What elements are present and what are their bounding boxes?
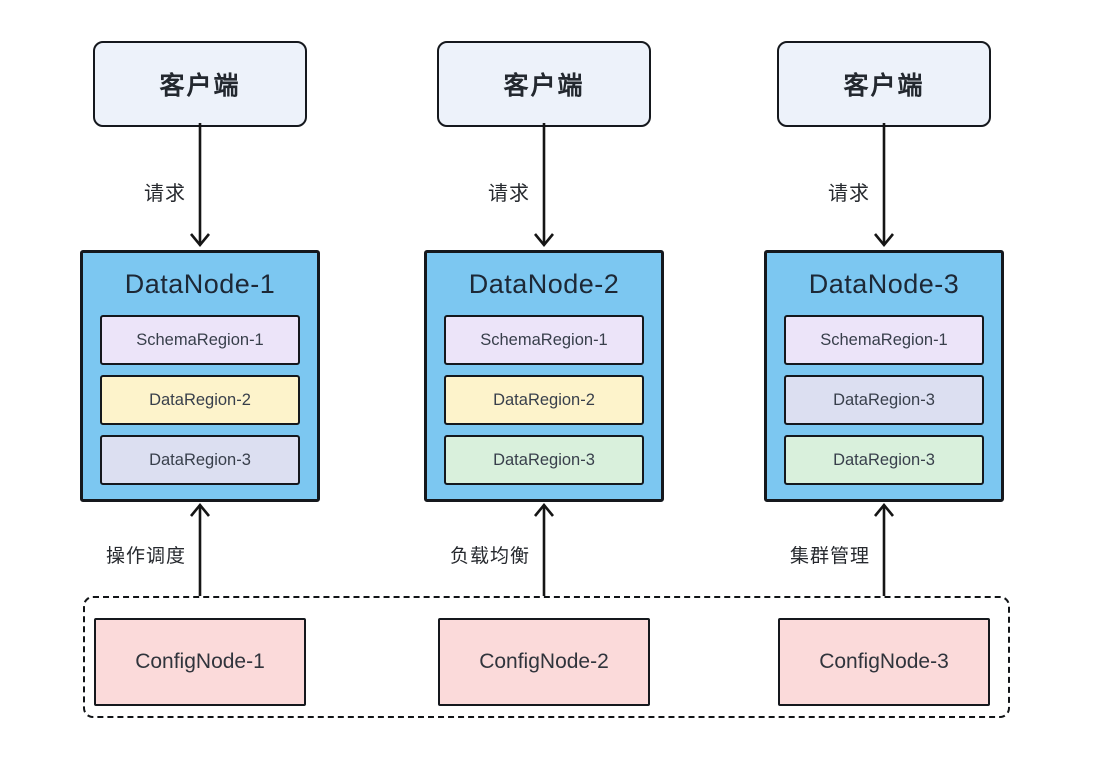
diagram-column: 客户端 请求 DataNode-3 SchemaRegion-1 DataReg… (759, 0, 1009, 778)
region-box: DataRegion-3 (100, 435, 300, 485)
region-box: SchemaRegion-1 (100, 315, 300, 365)
confignode-arrow-up-icon (873, 502, 895, 596)
region-box: DataRegion-2 (444, 375, 644, 425)
client-node: 客户端 (93, 41, 307, 127)
request-arrow-down-icon (189, 123, 211, 248)
request-arrow-label: 请求 (828, 183, 870, 205)
confignode-box: ConfigNode-2 (438, 618, 650, 706)
region-box: DataRegion-3 (444, 435, 644, 485)
client-node: 客户端 (437, 41, 651, 127)
datanode-box: DataNode-2 SchemaRegion-1 DataRegion-2 D… (424, 250, 664, 502)
datanode-title: DataNode-3 (808, 268, 960, 299)
request-arrow-down-icon (533, 123, 555, 248)
confignode-arrow-up-icon (533, 502, 555, 596)
datanode-title: DataNode-1 (124, 268, 276, 299)
diagram-column: 客户端 请求 DataNode-2 SchemaRegion-1 DataReg… (419, 0, 669, 778)
confignode-cluster-border (83, 596, 1010, 718)
confignode-arrow-label: 负载均衡 (449, 546, 530, 567)
request-arrow-label: 请求 (144, 183, 186, 205)
client-node: 客户端 (777, 41, 991, 127)
region-box: SchemaRegion-1 (444, 315, 644, 365)
region-box: DataRegion-3 (784, 375, 984, 425)
region-box: DataRegion-3 (784, 435, 984, 485)
datanode-box: DataNode-3 SchemaRegion-1 DataRegion-3 D… (764, 250, 1004, 502)
confignode-box: ConfigNode-1 (94, 618, 306, 706)
datanode-title: DataNode-2 (468, 268, 620, 299)
region-box: DataRegion-2 (100, 375, 300, 425)
request-arrow-down-icon (873, 123, 895, 248)
request-arrow-label: 请求 (488, 183, 530, 205)
region-box: SchemaRegion-1 (784, 315, 984, 365)
datanode-box: DataNode-1 SchemaRegion-1 DataRegion-2 D… (80, 250, 320, 502)
confignode-arrow-label: 集群管理 (789, 546, 870, 567)
confignode-box: ConfigNode-3 (778, 618, 990, 706)
diagram-column: 客户端 请求 DataNode-1 SchemaRegion-1 DataReg… (75, 0, 325, 778)
confignode-arrow-label: 操作调度 (105, 546, 186, 567)
confignode-arrow-up-icon (189, 502, 211, 596)
